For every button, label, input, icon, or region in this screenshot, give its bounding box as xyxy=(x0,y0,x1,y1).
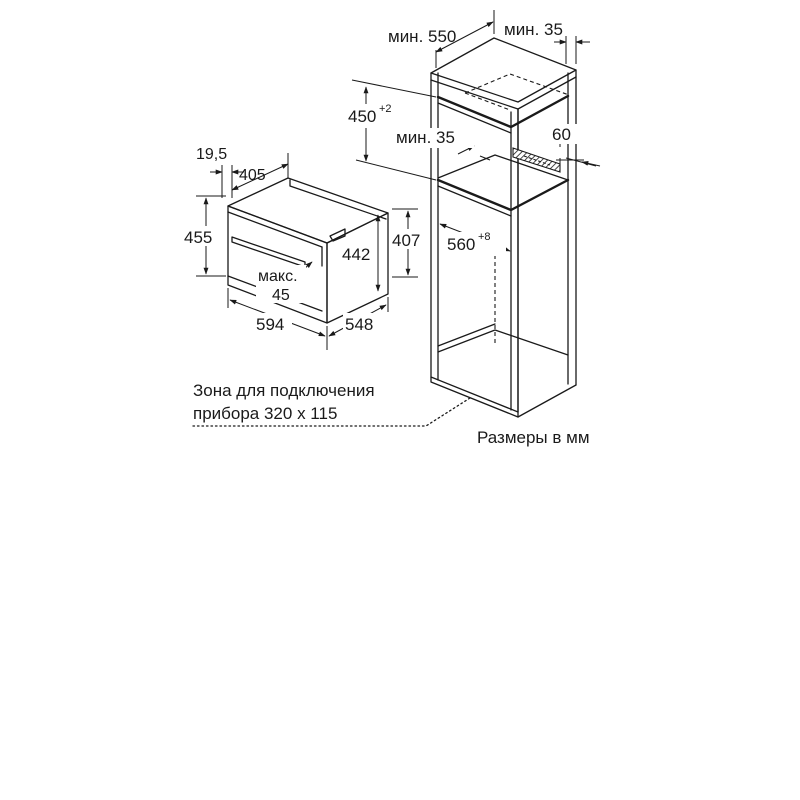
dim-depth-top: 405 xyxy=(239,167,266,184)
units-note: Размеры в мм xyxy=(477,428,590,447)
dim-min-top: мин. 35 xyxy=(504,20,563,39)
dim-min-shelf: мин. 35 xyxy=(396,128,455,147)
dim-height-total: 455 xyxy=(184,228,212,247)
oven-dimensions xyxy=(196,153,418,350)
cabinet-drawing xyxy=(430,37,577,418)
dim-vent: 60 xyxy=(552,125,571,144)
dim-width: 594 xyxy=(256,315,284,334)
dim-niche-height-tolerance: +2 xyxy=(379,103,392,115)
dim-height-body: 442 xyxy=(342,245,370,264)
connection-zone-line2: прибора 320 x 115 xyxy=(193,404,337,423)
connection-zone-line1: Зона для подключения xyxy=(193,381,375,400)
notes: Зона для подключения прибора 320 x 115 Р… xyxy=(192,381,590,447)
dim-niche-height: 450 xyxy=(348,107,376,126)
dim-side-offset: 19,5 xyxy=(196,146,227,163)
dim-height-side: 407 xyxy=(392,231,420,250)
cabinet-labels: мин. 550 мин. 35 450 +2 мин. 35 60 560 +… xyxy=(346,20,580,256)
dim-max-value: 45 xyxy=(272,287,290,304)
dim-niche-width: 560 xyxy=(447,235,475,254)
oven-labels: 19,5 405 455 442 407 макс. 45 594 548 xyxy=(182,146,428,334)
dim-niche-width-tolerance: +8 xyxy=(478,231,491,243)
dim-min-depth: мин. 550 xyxy=(388,27,456,46)
dim-max-label: макс. xyxy=(258,268,298,285)
dim-depth: 548 xyxy=(345,315,373,334)
